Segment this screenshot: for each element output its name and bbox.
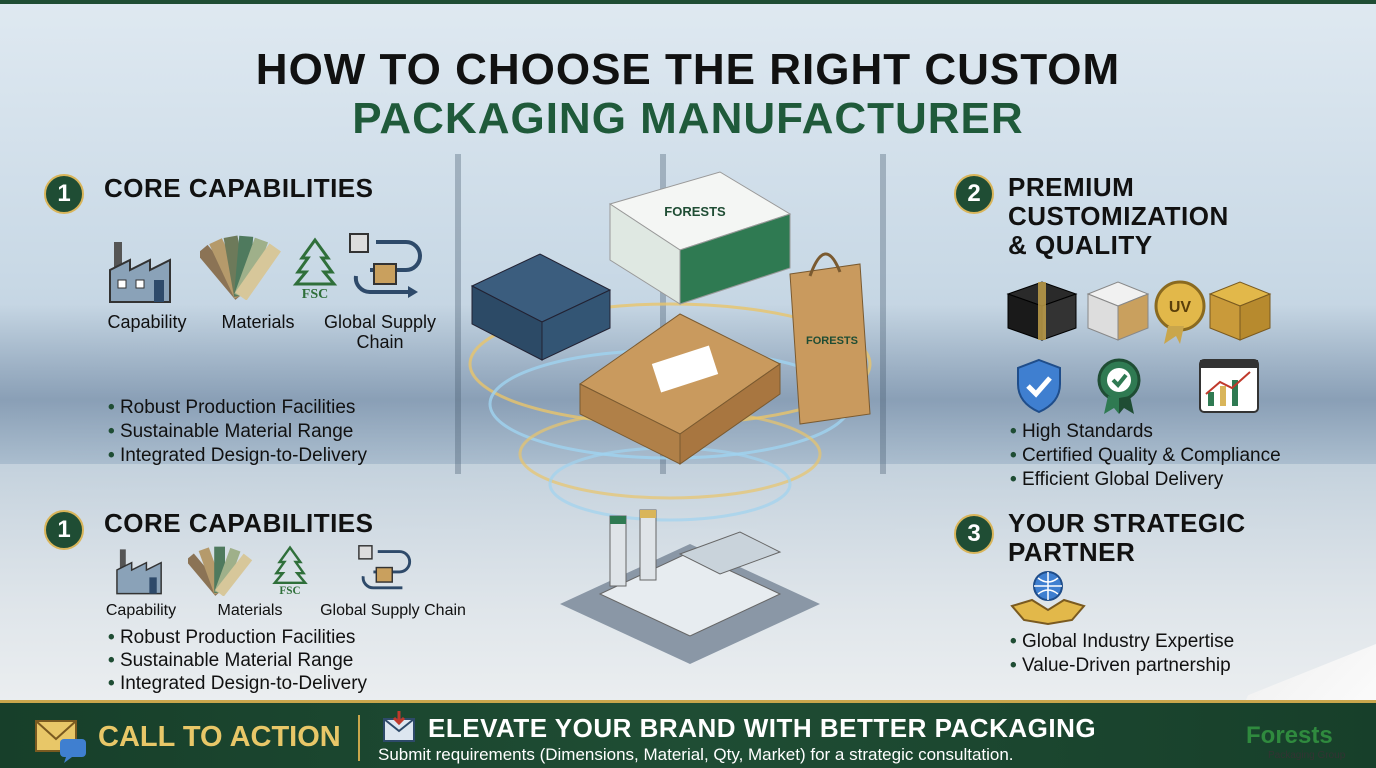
- premium-boxes-icons: UV: [1006, 280, 1272, 344]
- capability-label: Capability: [107, 312, 187, 332]
- strategic-partner-list: Global Industry Expertise Value-Driven p…: [1010, 630, 1234, 678]
- call-to-action-bar: CALL TO ACTION ELEVATE YOUR BRAND WITH B…: [0, 700, 1376, 768]
- supply-chain-icon: [358, 545, 412, 590]
- packaging-hero-illustration: FORESTS FORESTS: [468, 171, 872, 664]
- list-item: Robust Production Facilities: [108, 396, 367, 420]
- brand-logo-tagline: Packaging Group: [1268, 750, 1346, 761]
- section-number-badge: 3: [954, 514, 994, 554]
- window-frame: [880, 154, 886, 474]
- section-heading: YOUR STRATEGIC PARTNER: [1008, 509, 1246, 567]
- list-item: Sustainable Material Range: [108, 649, 367, 672]
- uv-text: UV: [1169, 299, 1192, 316]
- materials-label: Materials: [217, 602, 283, 619]
- heading-line: PARTNER: [1008, 537, 1136, 567]
- list-item: Certified Quality & Compliance: [1010, 444, 1281, 468]
- page-title: HOW TO CHOOSE THE RIGHT CUSTOM PACKAGING…: [0, 46, 1376, 144]
- envelope-icon: [383, 711, 415, 742]
- window-frame: [660, 154, 666, 474]
- cta-label: CALL TO ACTION: [98, 721, 341, 753]
- core-capabilities-list: Robust Production Facilities Sustainable…: [108, 626, 367, 695]
- supply-chain-label: Global Supply Chain: [323, 312, 437, 352]
- textured-box-icon: [1086, 281, 1150, 341]
- fsc-text: FSC: [302, 287, 328, 300]
- fsc-icon: FSC: [272, 545, 308, 596]
- supply-chain-icon: [349, 233, 422, 298]
- list-item: Robust Production Facilities: [108, 626, 367, 649]
- cta-headline: ELEVATE YOUR BRAND WITH BETTER PACKAGING: [428, 713, 1097, 743]
- divider: [358, 715, 360, 761]
- black-box-icon: [1006, 281, 1078, 341]
- swatch-icon: [200, 235, 281, 300]
- blue-box: [470, 253, 612, 361]
- bag-label: FORESTS: [806, 335, 858, 347]
- premium-quality-list: High Standards Certified Quality & Compl…: [1010, 420, 1281, 492]
- supply-chain-label: Global Supply Chain: [320, 602, 466, 619]
- kraft-box: [579, 313, 781, 465]
- section-number-badge: 2: [954, 174, 994, 214]
- gold-box-icon: [1208, 281, 1272, 341]
- factory-building: [560, 509, 820, 664]
- capability-label: Capability: [105, 602, 177, 619]
- cta-subtext: Submit requirements (Dimensions, Materia…: [378, 745, 1014, 764]
- white-box: FORESTS: [608, 171, 792, 305]
- brand-logo-name: Forests: [1246, 722, 1333, 749]
- title-line-2: PACKAGING MANUFACTURER: [352, 94, 1024, 143]
- title-line-1: HOW TO CHOOSE THE RIGHT CUSTOM: [255, 45, 1121, 94]
- list-item: Efficient Global Delivery: [1010, 468, 1281, 492]
- box-top-label: FORESTS: [664, 204, 726, 219]
- section-number-badge: 1: [44, 510, 84, 550]
- mail-chat-icon: [35, 720, 86, 763]
- core-capabilities-list: Robust Production Facilities Sustainable…: [108, 396, 367, 468]
- section-number-badge: 1: [44, 174, 84, 214]
- list-item: Global Industry Expertise: [1010, 630, 1234, 654]
- section-heading: CORE CAPABILITIES: [104, 508, 374, 538]
- list-item: Integrated Design-to-Delivery: [108, 444, 367, 468]
- heading-line: PREMIUM: [1008, 172, 1135, 202]
- list-item: Value-Driven partnership: [1010, 654, 1234, 678]
- section-heading: PREMIUM CUSTOMIZATION & QUALITY: [1008, 173, 1229, 260]
- handshake-globe-icon: [1010, 571, 1086, 626]
- shield-check-icon: [1017, 358, 1061, 414]
- list-item: Sustainable Material Range: [108, 420, 367, 444]
- analytics-chart-icon: [1199, 359, 1259, 413]
- factory-icon: [109, 242, 171, 303]
- heading-line: & QUALITY: [1008, 230, 1153, 260]
- swatch-icon: [188, 546, 253, 596]
- window-frame: [455, 154, 461, 474]
- uv-badge-icon: UV: [1154, 280, 1206, 344]
- heading-line: CUSTOMIZATION: [1008, 201, 1229, 231]
- fsc-icon: FSC: [292, 237, 338, 300]
- factory-icon: [116, 549, 162, 595]
- heading-line: YOUR STRATEGIC: [1008, 508, 1246, 538]
- list-item: High Standards: [1010, 420, 1281, 444]
- certified-badge-icon: [1097, 358, 1141, 414]
- materials-label: Materials: [221, 312, 295, 332]
- shopping-bag: FORESTS: [789, 252, 871, 425]
- list-item: Integrated Design-to-Delivery: [108, 672, 367, 695]
- section-heading: CORE CAPABILITIES: [104, 173, 374, 203]
- fsc-text: FSC: [279, 585, 300, 596]
